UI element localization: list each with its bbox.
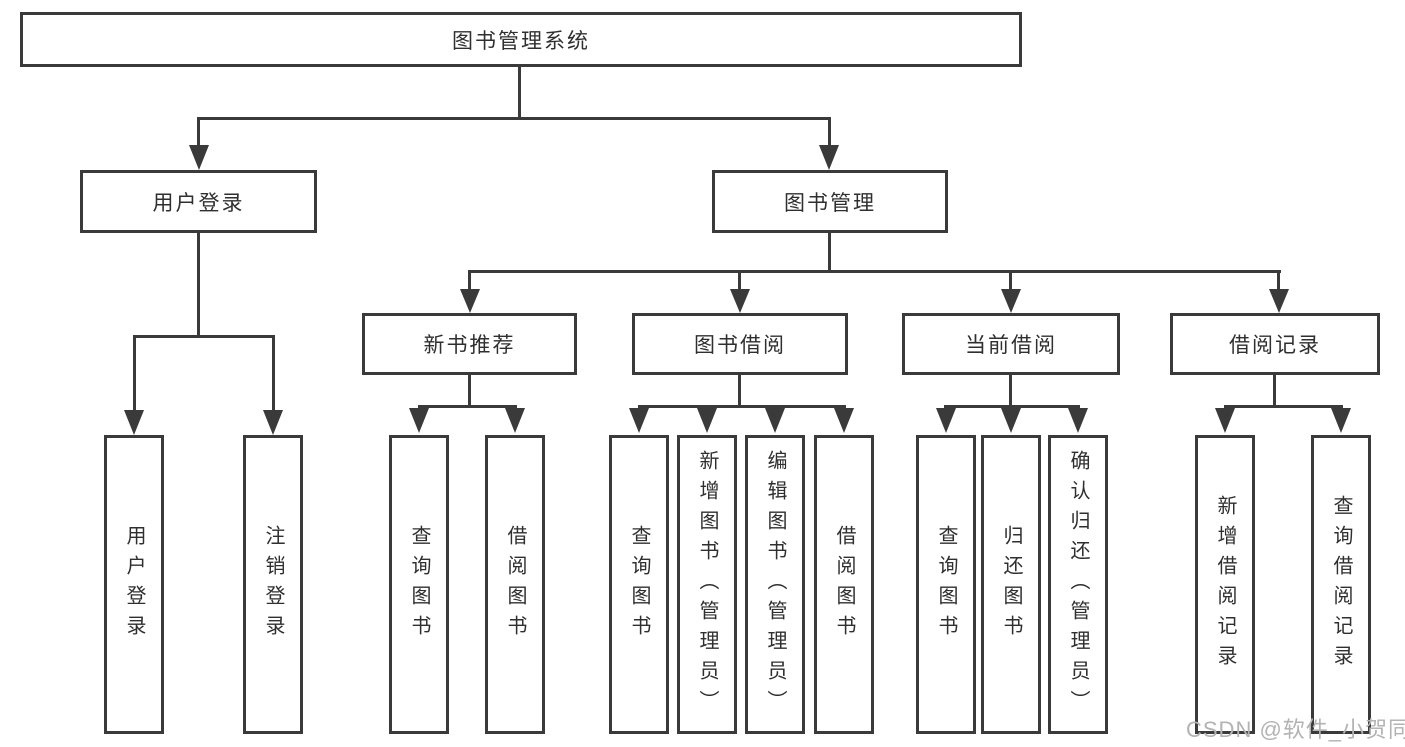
connector-book-management-stem	[828, 233, 831, 272]
csdn-watermark: CSDN @软件_小贺同学	[1186, 717, 1405, 742]
leaf-label: 新增借阅记录	[1214, 494, 1236, 675]
connector-line	[133, 338, 136, 410]
node-label: 图书管理系统	[452, 29, 590, 53]
node-label: 图书借阅	[694, 334, 786, 357]
connector-line	[1009, 375, 1012, 407]
connector-line	[272, 338, 275, 410]
arrow-down-icon	[1001, 289, 1021, 313]
connector-user-login-bar	[133, 335, 275, 338]
leaf-label: 编辑图书（管理员）	[764, 449, 786, 720]
connector-line	[738, 375, 741, 407]
node-current-borrowing: 当前借阅	[902, 313, 1120, 375]
leaf-confirm-return-admin: 确认归还（管理员）	[1048, 435, 1108, 734]
node-label: 当前借阅	[965, 334, 1057, 357]
leaf-label: 新增图书（管理员）	[696, 449, 718, 720]
leaf-label: 查询借阅记录	[1330, 494, 1352, 675]
leaf-label: 注销登录	[262, 524, 284, 645]
node-label: 图书管理	[784, 191, 876, 215]
connector-book-management-bar	[468, 270, 1281, 273]
connector-line	[828, 120, 831, 145]
leaf-label: 查询图书	[628, 524, 650, 645]
node-label: 新书推荐	[423, 334, 516, 357]
connector-root-bar	[197, 117, 831, 120]
leaf-add-borrow-record: 新增借阅记录	[1195, 435, 1255, 734]
node-library-management-system: 图书管理系统	[20, 12, 1022, 67]
arrow-down-icon	[834, 408, 854, 433]
node-borrowing-records: 借阅记录	[1170, 313, 1380, 375]
arrow-down-icon	[1001, 408, 1021, 433]
node-label: 用户登录	[152, 191, 245, 215]
connector-user-login-stem	[197, 233, 200, 337]
leaf-return-books: 归还图书	[981, 435, 1041, 734]
leaf-label: 借阅图书	[504, 524, 526, 645]
leaf-label: 确认归还（管理员）	[1067, 449, 1089, 720]
connector-line	[468, 273, 471, 290]
arrow-down-icon	[629, 408, 649, 433]
leaf-label: 借阅图书	[833, 524, 855, 645]
connector-line	[1277, 273, 1280, 290]
leaf-label: 查询图书	[935, 524, 957, 645]
arrow-down-icon	[1068, 408, 1088, 433]
arrow-down-icon	[263, 410, 283, 435]
arrow-down-icon	[819, 145, 839, 170]
leaf-query-books: 查询图书	[916, 435, 976, 734]
arrow-down-icon	[189, 145, 209, 170]
connector-line	[738, 273, 741, 290]
arrow-down-icon	[1331, 408, 1351, 433]
connector-line	[468, 375, 471, 407]
leaf-user-login: 用户登录	[104, 435, 164, 734]
node-label: 借阅记录	[1229, 334, 1321, 357]
connector-bar	[944, 405, 1080, 408]
leaf-add-books-admin: 新增图书（管理员）	[677, 435, 737, 734]
leaf-query-books: 查询图书	[389, 435, 449, 734]
connector-root-stem	[518, 67, 521, 120]
connector-line	[1273, 375, 1276, 407]
arrow-down-icon	[730, 289, 750, 313]
connector-bar	[638, 405, 846, 408]
node-book-management: 图书管理	[712, 170, 948, 233]
node-new-book-recommendation: 新书推荐	[362, 313, 577, 375]
leaf-label: 查询图书	[408, 524, 430, 645]
connector-line	[1009, 273, 1012, 290]
leaf-label: 归还图书	[1000, 524, 1022, 645]
leaf-query-books: 查询图书	[609, 435, 669, 734]
leaf-borrow-books: 借阅图书	[814, 435, 874, 734]
connector-line	[197, 120, 200, 145]
connector-bar	[1224, 405, 1343, 408]
arrow-down-icon	[124, 410, 144, 435]
connector-bar	[418, 405, 517, 408]
leaf-edit-books-admin: 编辑图书（管理员）	[745, 435, 805, 734]
node-book-borrowing: 图书借阅	[632, 313, 848, 375]
arrow-down-icon	[697, 408, 717, 433]
arrow-down-icon	[505, 408, 525, 433]
leaf-logout: 注销登录	[243, 435, 303, 734]
node-user-login: 用户登录	[80, 170, 317, 233]
arrow-down-icon	[1269, 289, 1289, 313]
arrow-down-icon	[936, 408, 956, 433]
arrow-down-icon	[1215, 408, 1235, 433]
leaf-query-borrow-record: 查询借阅记录	[1311, 435, 1371, 734]
arrow-down-icon	[765, 408, 785, 433]
leaf-label: 用户登录	[123, 524, 145, 645]
arrow-down-icon	[409, 408, 429, 433]
leaf-borrow-books: 借阅图书	[485, 435, 545, 734]
arrow-down-icon	[460, 289, 480, 313]
